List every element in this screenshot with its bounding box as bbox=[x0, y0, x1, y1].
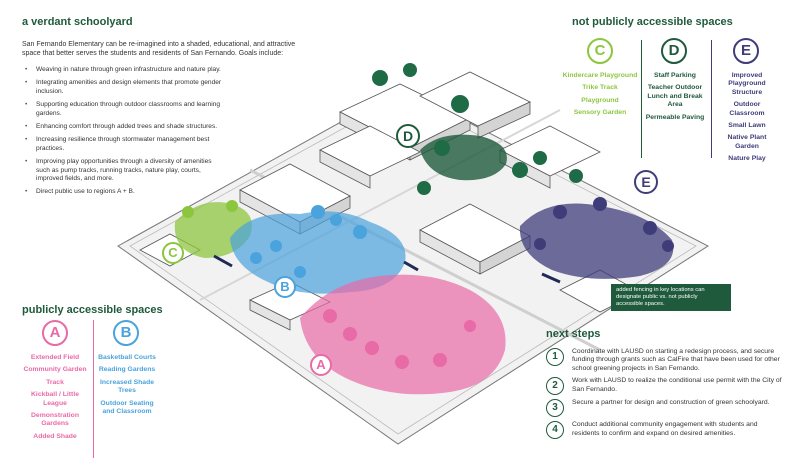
goal-item: Increasing resilience through stormwater… bbox=[22, 136, 222, 153]
next-steps-heading: next steps bbox=[546, 328, 601, 340]
step-text: Coordinate with LAUSD on starting a rede… bbox=[572, 348, 780, 372]
goals-list: Weaving in nature through green infrastr… bbox=[22, 66, 222, 202]
legend-e-items: Improved Playground Structure Outdoor Cl… bbox=[716, 72, 778, 168]
legend-item: Permeable Paving bbox=[645, 113, 705, 121]
legend-item: Basketball Courts bbox=[98, 354, 156, 361]
map-label-e: E bbox=[634, 170, 658, 194]
legend-item: Track bbox=[46, 378, 64, 386]
legend-item: Outdoor Seating and Classroom bbox=[100, 399, 154, 416]
legend-item: Trike Track bbox=[582, 84, 618, 92]
legend-item: Kickball / Little League bbox=[31, 391, 79, 407]
goal-item: Integrating amenities and design element… bbox=[22, 79, 222, 96]
legend-item: Demonstration Gardens bbox=[31, 412, 79, 428]
map-label-b: B bbox=[274, 276, 296, 298]
legend-circle-d: D bbox=[661, 38, 687, 64]
step-number: 3 bbox=[546, 399, 564, 418]
goal-item: Weaving in nature through green infrastr… bbox=[22, 66, 222, 75]
fencing-callout: added fencing in key locations can desig… bbox=[611, 284, 731, 311]
fence-lines bbox=[213, 254, 561, 284]
public-spaces-heading: publicly accessible spaces bbox=[22, 304, 163, 316]
legend-d-items: Staff Parking Teacher Outdoor Lunch and … bbox=[644, 72, 706, 126]
step-number: 4 bbox=[546, 421, 564, 440]
goal-item: Direct public use to regions A + B. bbox=[22, 188, 222, 197]
next-step-item: 3 Secure a partner for design and constr… bbox=[546, 399, 786, 418]
trees-blue bbox=[250, 205, 367, 278]
trees-purple bbox=[534, 197, 674, 252]
trees-green bbox=[372, 63, 583, 195]
page-title: a verdant schoolyard bbox=[22, 16, 133, 28]
legend-item: Community Garden bbox=[23, 366, 87, 374]
legend-item: Kindercare Playground bbox=[562, 72, 638, 79]
legend-item: Playground bbox=[581, 96, 619, 104]
legend-a-items: Extended Field Community Garden Track Ki… bbox=[20, 354, 90, 445]
legend-circle-a: A bbox=[42, 320, 68, 346]
zone-e-area bbox=[519, 203, 674, 279]
divider bbox=[93, 320, 94, 458]
private-spaces-heading: not publicly accessible spaces bbox=[572, 16, 733, 28]
legend-circle-e: E bbox=[733, 38, 759, 64]
legend-c-items: Kindercare Playground Trike Track Playgr… bbox=[562, 72, 638, 122]
legend-item: Increased Shade Trees bbox=[99, 378, 155, 395]
trees-pink bbox=[323, 309, 476, 369]
next-step-item: 4 Conduct additional community engagemen… bbox=[546, 421, 786, 440]
zone-a-area bbox=[300, 274, 506, 395]
legend-b-items: Basketball Courts Reading Gardens Increa… bbox=[96, 354, 158, 420]
legend-item: Small Lawn bbox=[728, 122, 766, 130]
next-step-item: 2 Work with LAUSD to realize the conditi… bbox=[546, 377, 786, 396]
trees-lime bbox=[182, 200, 238, 218]
goal-item: Improving play opportunities through a d… bbox=[22, 158, 222, 183]
legend-item: Extended Field bbox=[30, 354, 80, 361]
intro-text: San Fernando Elementary can be re-imagin… bbox=[22, 41, 296, 58]
buildings bbox=[139, 71, 641, 331]
legend-item: Reading Gardens bbox=[98, 366, 156, 374]
legend-item: Staff Parking bbox=[654, 72, 696, 79]
goal-item: Supporting education through outdoor cla… bbox=[22, 101, 222, 118]
legend-item: Nature Play bbox=[728, 155, 766, 163]
legend-item: Improved Playground Structure bbox=[728, 72, 766, 96]
divider bbox=[641, 40, 642, 158]
legend-item: Added Shade bbox=[33, 432, 77, 440]
map-label-c: C bbox=[162, 242, 184, 264]
map-label-d: D bbox=[396, 124, 420, 148]
step-number: 2 bbox=[546, 377, 564, 396]
divider bbox=[711, 40, 712, 158]
next-steps-list: 1 Coordinate with LAUSD on starting a re… bbox=[546, 348, 786, 443]
step-text: Conduct additional community engagement … bbox=[572, 421, 758, 437]
step-text: Secure a partner for design and construc… bbox=[572, 399, 770, 407]
legend-item: Sensory Garden bbox=[573, 109, 627, 117]
next-step-item: 1 Coordinate with LAUSD on starting a re… bbox=[546, 348, 786, 373]
legend-circle-c: C bbox=[587, 38, 613, 64]
legend-item: Teacher Outdoor Lunch and Break Area bbox=[647, 84, 703, 109]
map-label-a: A bbox=[310, 354, 332, 376]
step-number: 1 bbox=[546, 348, 564, 366]
step-text: Work with LAUSD to realize the condition… bbox=[572, 377, 782, 393]
site-inner bbox=[129, 95, 697, 435]
legend-item: Outdoor Classroom bbox=[729, 101, 765, 117]
goal-item: Enhancing comfort through added trees an… bbox=[22, 123, 222, 132]
legend-circle-b: B bbox=[113, 320, 139, 346]
legend-item: Native Plant Garden bbox=[727, 134, 767, 150]
